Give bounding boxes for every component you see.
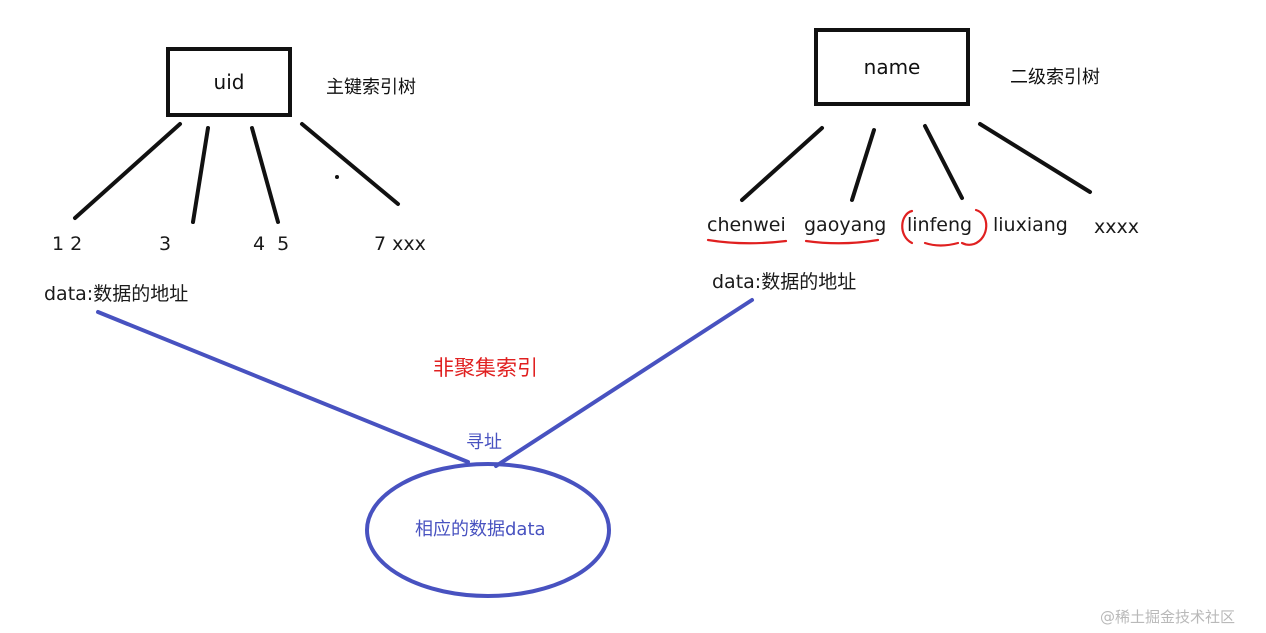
name-leaf-gaoyang: gaoyang	[804, 214, 887, 236]
primary-tree-caption: 主键索引树	[326, 77, 416, 98]
uid-branch-1	[73, 122, 182, 220]
secondary-tree-caption: 二级索引树	[1010, 67, 1100, 88]
name-leaf-liuxiang: liuxiang	[993, 214, 1068, 236]
target-data-ellipse	[365, 462, 611, 598]
uid-branch-2	[191, 126, 210, 224]
uid-leaf-4: 7 xxx	[374, 233, 426, 255]
name-leaf-linfeng: linfeng	[907, 214, 973, 236]
name-leaf-chenwei: chenwei	[707, 214, 786, 236]
address-line-left	[96, 310, 470, 464]
name-branch-4	[978, 122, 1092, 194]
name-root-node: name	[814, 28, 970, 106]
name-branch-1	[740, 126, 824, 202]
uid-branch-3	[250, 126, 280, 224]
uid-leaf-2: 3	[159, 233, 172, 255]
uid-root-node: uid	[166, 47, 292, 117]
uid-root-label: uid	[213, 70, 245, 94]
circle-linfeng	[901, 208, 988, 247]
underline-gaoyang	[804, 238, 880, 245]
stray-dot	[335, 175, 339, 179]
primary-data-label: data:数据的地址	[44, 283, 189, 305]
uid-leaf-1: 1 2	[52, 233, 83, 255]
secondary-data-label: data:数据的地址	[712, 271, 857, 293]
addressing-label: 寻址	[466, 432, 502, 453]
name-branch-2	[850, 128, 876, 202]
name-root-label: name	[863, 55, 921, 79]
name-leaf-xxxx: xxxx	[1094, 216, 1139, 238]
watermark: @稀土掘金技术社区	[1100, 608, 1236, 626]
underline-chenwei	[706, 238, 788, 245]
address-line-right	[494, 298, 754, 468]
uid-leaf-3: 4 5	[253, 233, 290, 255]
non-clustered-index-label: 非聚集索引	[433, 356, 538, 380]
uid-branch-4	[300, 122, 400, 206]
name-branch-3	[923, 124, 964, 200]
target-data-label: 相应的数据data	[415, 519, 546, 540]
